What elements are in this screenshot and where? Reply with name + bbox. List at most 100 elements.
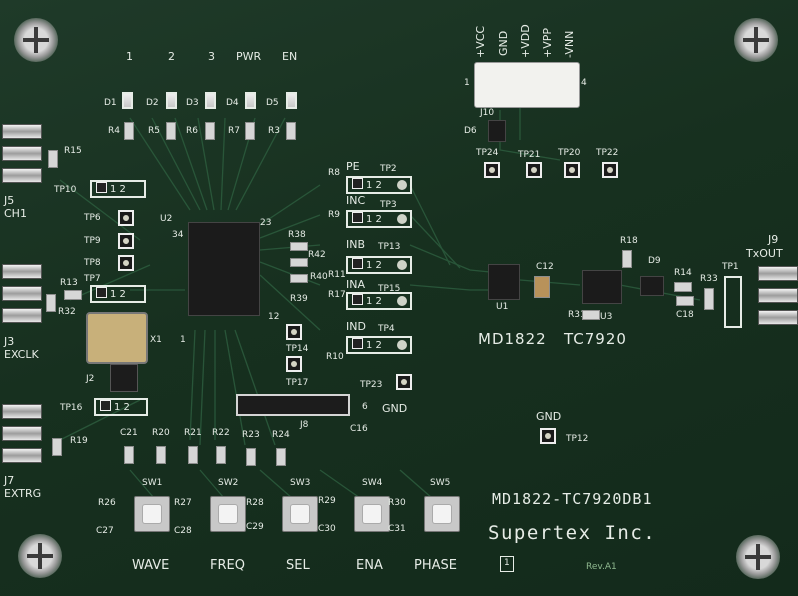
- r24-ref: R24: [272, 430, 290, 440]
- testpoint-tp12[interactable]: [540, 428, 556, 444]
- u1-ref: U1: [496, 302, 509, 312]
- testpoint-tp17[interactable]: [286, 356, 302, 372]
- j7-ref: J7: [4, 474, 15, 487]
- signal-pe-label: PE: [346, 160, 360, 173]
- header-j2[interactable]: [110, 364, 138, 392]
- mounting-hole-tr: [734, 18, 778, 62]
- capacitor-c18: [676, 296, 694, 306]
- r33-ref: R33: [700, 274, 718, 284]
- switch-sel[interactable]: [282, 496, 318, 532]
- capacitor-c12: [534, 276, 550, 298]
- resistor-r13: [64, 290, 82, 300]
- connector-j7[interactable]: [2, 404, 42, 463]
- tp3-ref: TP3: [380, 200, 397, 210]
- tp23-ref: TP23: [360, 380, 383, 390]
- c12-ref: C12: [536, 262, 554, 272]
- switch-phase[interactable]: [424, 496, 460, 532]
- c21-ref: C21: [120, 428, 138, 438]
- resistor-r23: [246, 448, 256, 466]
- sw1-ref: SW1: [142, 478, 163, 488]
- tp6-ref: TP6: [84, 213, 101, 223]
- c27-ref: C27: [96, 526, 114, 536]
- switch-ena[interactable]: [354, 496, 390, 532]
- tp4-ref: TP4: [378, 324, 395, 334]
- jumper-inb[interactable]: 1 2: [346, 256, 412, 274]
- u2-ref: U2: [160, 214, 173, 224]
- header-j8[interactable]: [236, 394, 350, 416]
- r13-ref: R13: [60, 278, 78, 288]
- r22-ref: R22: [212, 428, 230, 438]
- d5-ref: D5: [266, 98, 279, 108]
- ic-u1: [488, 264, 520, 300]
- testpoint-tp20[interactable]: [564, 162, 580, 178]
- revision: Rev.A1: [586, 562, 617, 572]
- jumper-tp1[interactable]: [724, 276, 742, 328]
- r7-ref: R7: [228, 126, 240, 136]
- resistor-r7: [245, 122, 255, 140]
- connector-j5[interactable]: [2, 124, 42, 183]
- tp16-ref: TP16: [60, 403, 83, 413]
- switch-label-ena: ENA: [356, 558, 383, 573]
- connector-j10[interactable]: [474, 62, 580, 108]
- u3-part-name: TC7920: [564, 330, 627, 348]
- jumper-inc[interactable]: 1 2: [346, 210, 412, 228]
- resistor-r20: [156, 446, 166, 464]
- jumper-tp10[interactable]: 1 2: [90, 180, 146, 198]
- tp21-ref: TP21: [518, 150, 541, 160]
- ic-u3: [582, 270, 622, 304]
- switch-freq[interactable]: [210, 496, 246, 532]
- r6-ref: R6: [186, 126, 198, 136]
- led-d1: [122, 92, 133, 109]
- testpoint-tp6[interactable]: [118, 210, 134, 226]
- led-d4: [245, 92, 256, 109]
- resistor-r14: [674, 282, 692, 292]
- led-label-3: 3: [208, 50, 215, 63]
- r9-ref: R9: [328, 210, 340, 220]
- tp13-ref: TP13: [378, 242, 401, 252]
- jumper-label: 1 2: [366, 214, 382, 225]
- testpoint-tp8[interactable]: [118, 255, 134, 271]
- connector-j3[interactable]: [2, 264, 42, 323]
- tp10-ref: TP10: [54, 185, 77, 195]
- testpoint-tp9[interactable]: [118, 233, 134, 249]
- jumper-tp7[interactable]: 1 2: [90, 285, 146, 303]
- r20-ref: R20: [152, 428, 170, 438]
- jumper-label: 1 2: [366, 180, 382, 191]
- mounting-hole-tl: [14, 18, 58, 62]
- ic-u2: [188, 222, 260, 316]
- led-label-2: 2: [168, 50, 175, 63]
- jumper-label: 1 2: [110, 289, 126, 300]
- jumper-pe[interactable]: 1 2: [346, 176, 412, 194]
- switch-label-phase: PHASE: [414, 558, 457, 573]
- r21-ref: R21: [184, 428, 202, 438]
- tp12-ref: TP12: [566, 434, 589, 444]
- mounting-hole-bl: [18, 534, 62, 578]
- jumper-ind[interactable]: 1 2: [346, 336, 412, 354]
- d2-ref: D2: [146, 98, 159, 108]
- tp17-ref: TP17: [286, 378, 309, 388]
- testpoint-tp14[interactable]: [286, 324, 302, 340]
- jumper-tp16[interactable]: 1 2: [94, 398, 148, 416]
- r29-ref: R29: [318, 496, 336, 506]
- testpoint-tp23[interactable]: [396, 374, 412, 390]
- tp1-ref: TP1: [722, 262, 739, 272]
- r32-ref: R32: [58, 307, 76, 317]
- r10-ref: R10: [326, 352, 344, 362]
- tp20-ref: TP20: [558, 148, 581, 158]
- testpoint-tp24[interactable]: [484, 162, 500, 178]
- c28-ref: C28: [174, 526, 192, 536]
- testpoint-tp22[interactable]: [602, 162, 618, 178]
- led-label-pwr: PWR: [236, 50, 262, 63]
- r26-ref: R26: [98, 498, 116, 508]
- jumper-ina[interactable]: 1 2: [346, 292, 412, 310]
- switch-wave[interactable]: [134, 496, 170, 532]
- led-label-en: EN: [282, 50, 298, 63]
- r17-ref: R17: [328, 290, 346, 300]
- u2-pin12: 12: [268, 312, 280, 322]
- r40-ref: R40: [310, 272, 328, 282]
- testpoint-tp21[interactable]: [526, 162, 542, 178]
- connector-j9[interactable]: [758, 266, 798, 325]
- resistor-r15: [48, 150, 58, 168]
- resistor-r33: [704, 288, 714, 310]
- j5-signal-label: CH1: [4, 207, 27, 220]
